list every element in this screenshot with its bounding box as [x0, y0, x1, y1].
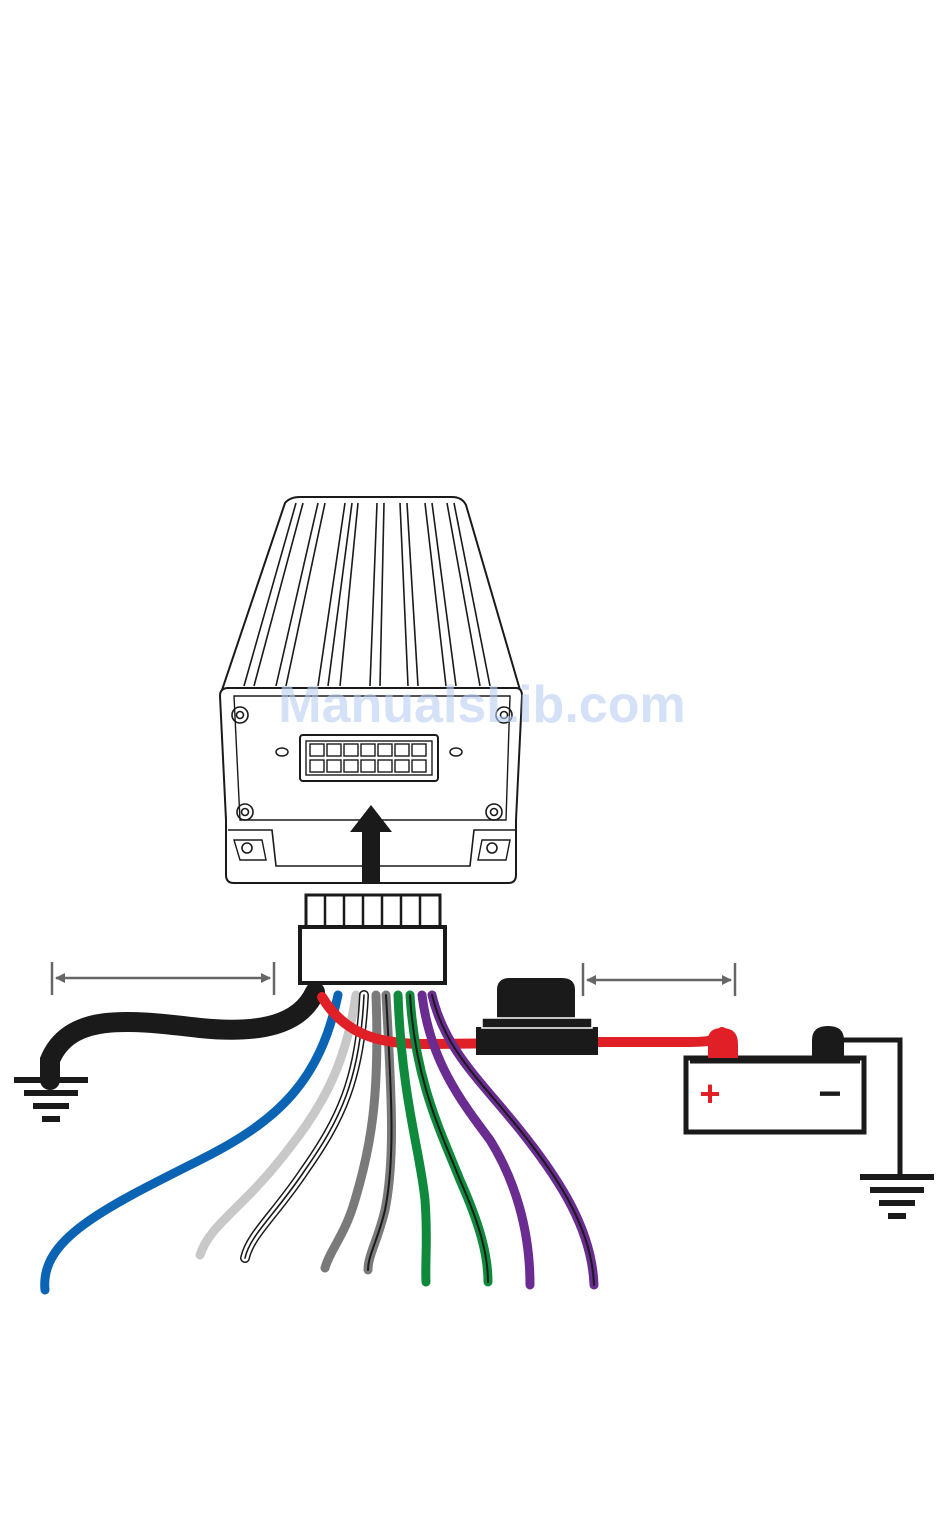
battery-plus-label: + [699, 1073, 720, 1114]
harness-plug [300, 895, 445, 983]
battery: + − [686, 1026, 864, 1132]
battery-positive-terminal-icon [708, 1028, 738, 1058]
inline-fuse-holder [476, 978, 598, 1055]
watermark-text: ManualsLib.com [278, 676, 685, 734]
power-wire-length-dimension [583, 963, 735, 996]
ground-wire-length-dimension [52, 962, 274, 995]
battery-minus-label: − [818, 1072, 841, 1116]
ground-wire [50, 992, 315, 1080]
ground-symbol-icon [860, 1177, 934, 1216]
